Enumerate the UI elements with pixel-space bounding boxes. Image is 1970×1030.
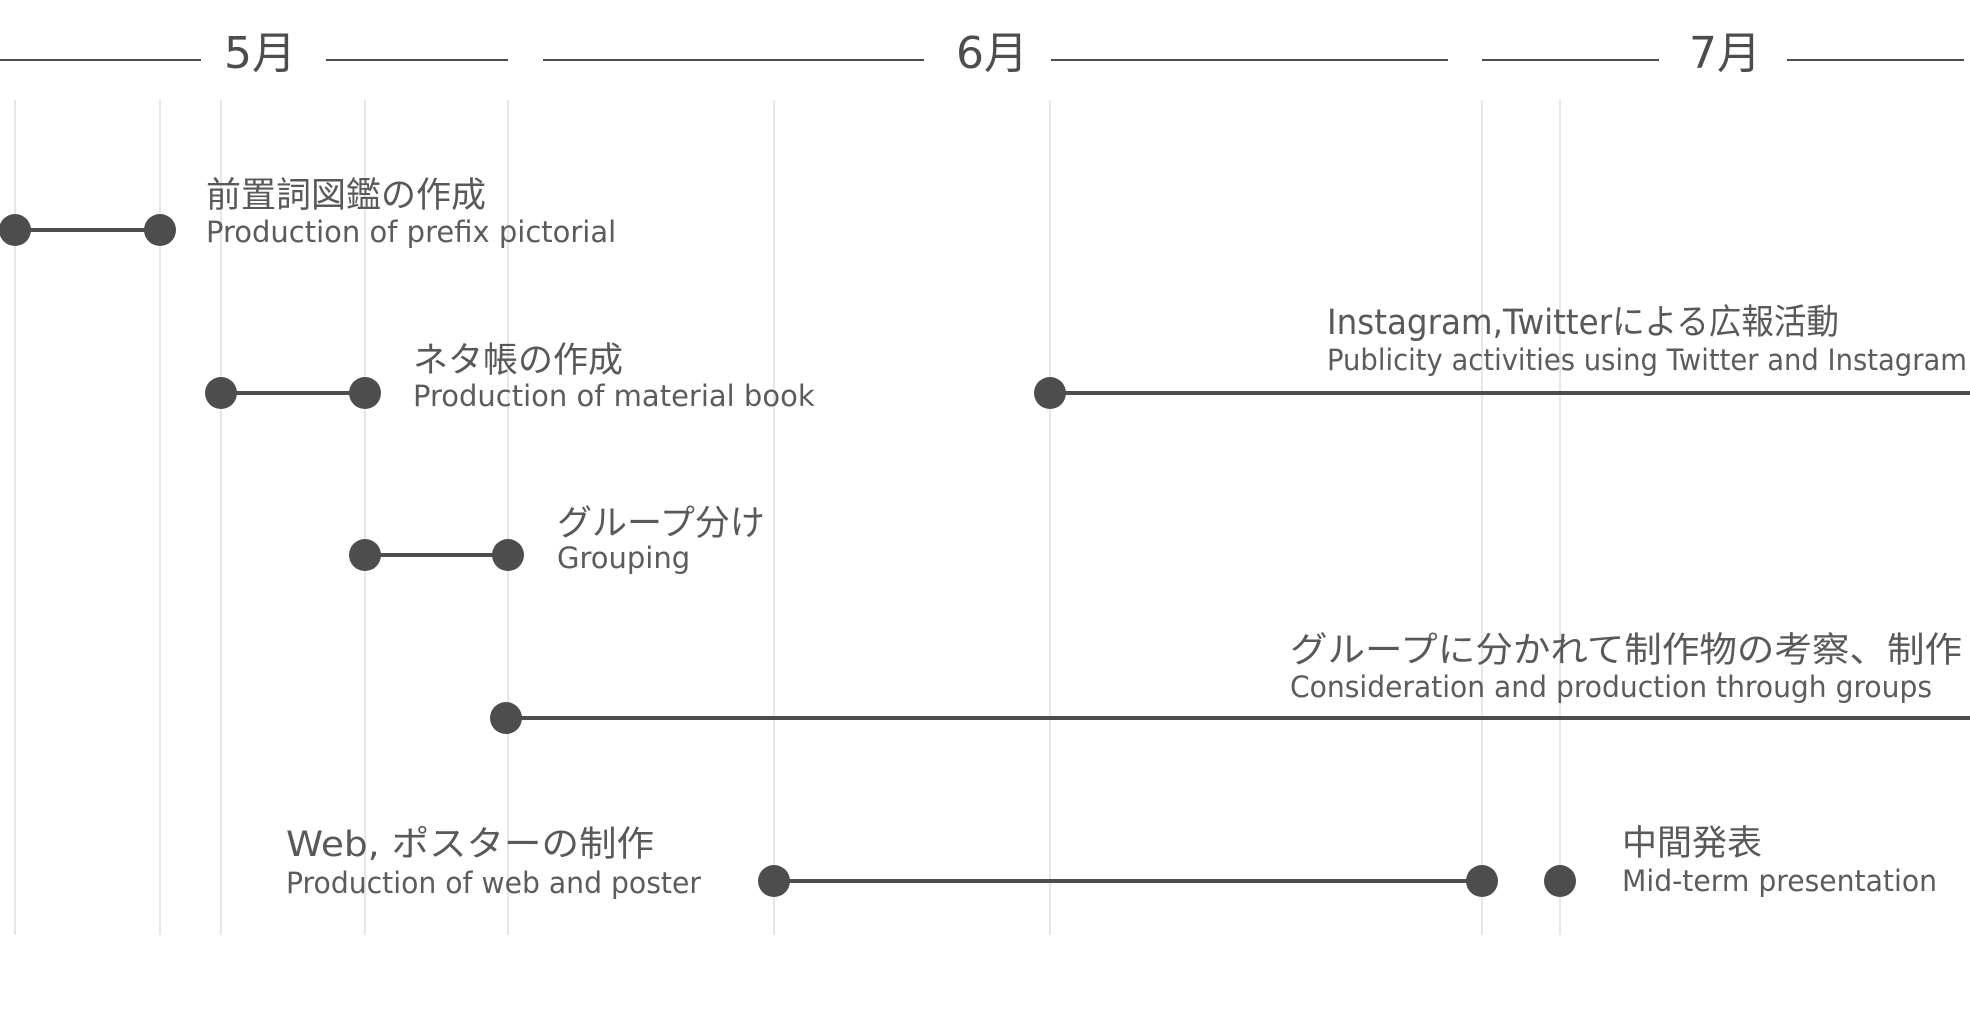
gridlines xyxy=(14,100,1561,935)
task-end-dot xyxy=(144,214,176,246)
task-web-poster: Web, ポスターの制作 Production of web and poste… xyxy=(286,825,1498,900)
task-title-en: Production of web and poster xyxy=(286,866,701,900)
task-title-en: Publicity activities using Twitter and I… xyxy=(1327,343,1967,377)
task-start-dot xyxy=(758,865,790,897)
task-title-ja: 前置詞図鑑の作成 xyxy=(206,176,486,216)
task-milestone-dot xyxy=(1544,865,1576,897)
task-grouping: グループ分け Grouping xyxy=(349,504,765,575)
month-header: 5月 6月 7月 xyxy=(0,28,1964,79)
task-end-dot xyxy=(349,377,381,409)
month-label-june: 6月 xyxy=(956,28,1028,79)
task-title-en: Grouping xyxy=(557,541,690,575)
task-title-en: Mid-term presentation xyxy=(1622,864,1937,898)
task-start-dot xyxy=(349,539,381,571)
task-start-dot xyxy=(205,377,237,409)
task-title-en: Production of material book xyxy=(413,379,815,413)
task-start-dot xyxy=(0,214,31,246)
task-prefix-pictorial: 前置詞図鑑の作成 Production of prefix pictorial xyxy=(0,176,616,249)
task-title-ja: グループに分かれて制作物の考察、制作 xyxy=(1290,631,1962,671)
month-label-july: 7月 xyxy=(1689,28,1761,79)
task-start-dot xyxy=(1034,377,1066,409)
task-title-en: Consideration and production through gro… xyxy=(1290,670,1932,704)
task-midterm-presentation: 中間発表 Mid-term presentation xyxy=(1544,824,1937,898)
task-material-book: ネタ帳の作成 Production of material book xyxy=(205,341,815,413)
task-title-ja: Instagram,Twitterによる広報活動 xyxy=(1327,303,1839,343)
task-start-dot xyxy=(490,702,522,734)
task-title-ja: ネタ帳の作成 xyxy=(413,341,623,381)
month-label-may: 5月 xyxy=(224,28,296,79)
task-end-dot xyxy=(492,539,524,571)
task-end-dot xyxy=(1466,865,1498,897)
task-title-en: Production of prefix pictorial xyxy=(206,215,616,249)
task-group-production: グループに分かれて制作物の考察、制作 Consideration and pro… xyxy=(490,631,1970,734)
task-title-ja: 中間発表 xyxy=(1622,824,1762,864)
task-title-ja: Web, ポスターの制作 xyxy=(286,825,654,865)
task-title-ja: グループ分け xyxy=(557,504,765,544)
task-publicity-activities: Instagram,Twitterによる広報活動 Publicity activ… xyxy=(1034,303,1970,409)
